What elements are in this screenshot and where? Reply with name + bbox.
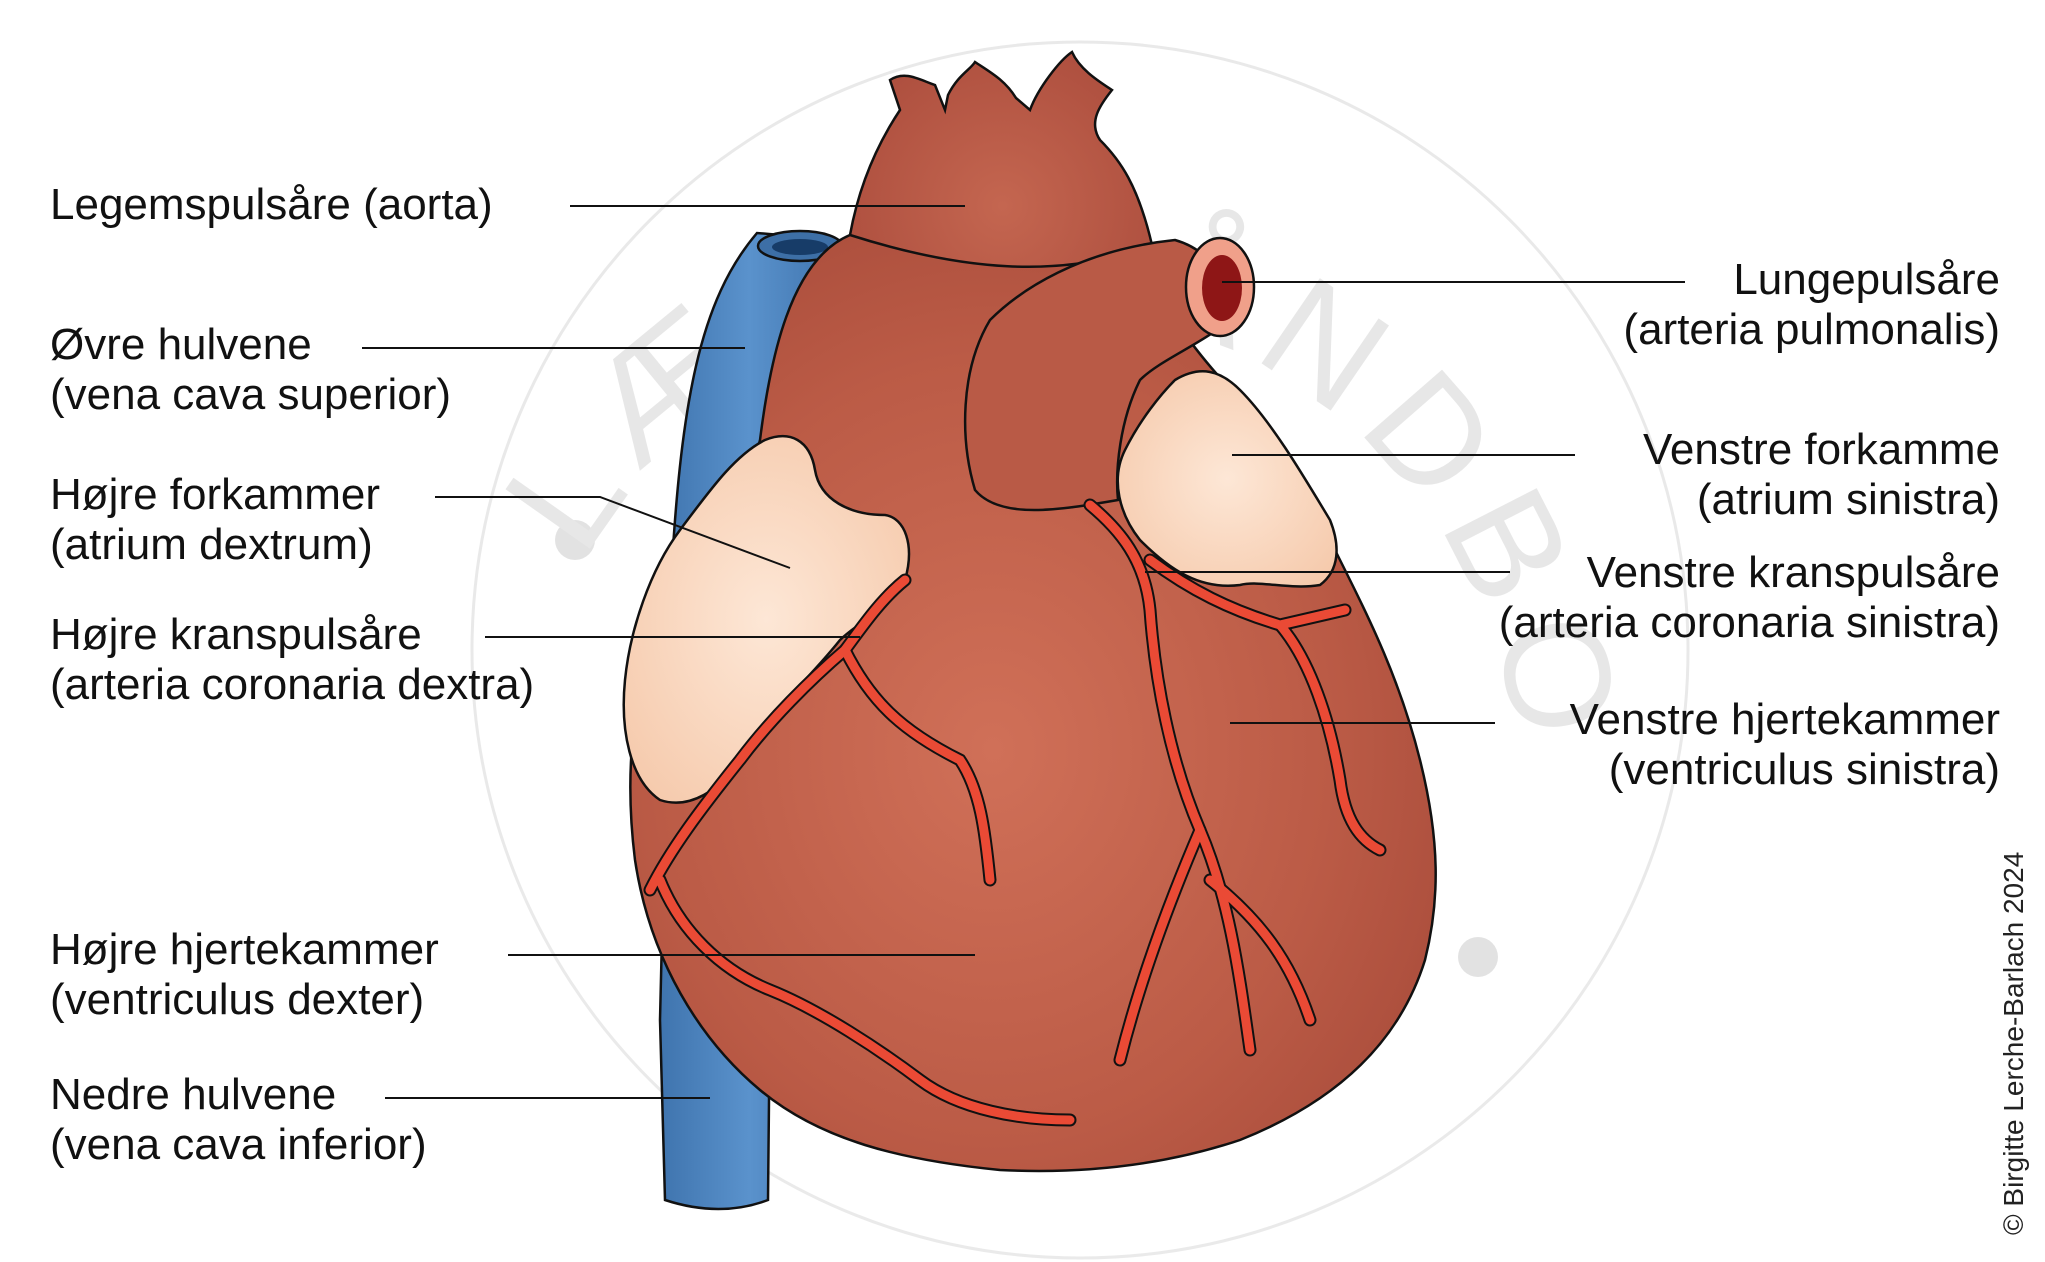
label-pulmonary-artery: Lungepulsåre (arteria pulmonalis) [1623,255,2000,355]
label-aorta-line1: Legemspulsåre (aorta) [50,180,493,229]
label-right-ventricle: Højre hjertekammer (ventriculus dexter) [50,925,439,1025]
copyright-credit: © Birgitte Lerche-Barlach 2024 [1998,851,2029,1235]
left-atrium [1116,370,1338,588]
label-rv-line2: (ventriculus dexter) [50,975,425,1024]
label-svc-line1: Øvre hulvene [50,320,312,369]
label-right-coronary-artery: Højre kranspulsåre (arteria coronaria de… [50,610,534,710]
label-ivc-line2: (vena cava inferior) [50,1120,427,1169]
label-lv-line1: Venstre hjertekammer [1569,695,2000,744]
label-left-atrium: Venstre forkamme (atrium sinistra) [1643,425,2000,525]
coronary-arteries [643,498,1387,1127]
label-left-ventricle: Venstre hjertekammer (ventriculus sinist… [1570,695,2000,795]
leader-lines [362,205,1685,1099]
label-rca-line1: Højre kranspulsåre [50,610,422,659]
label-left-coronary-artery: Venstre kranspulsåre (arteria coronaria … [1499,548,2000,648]
label-la-line2: (atrium sinistra) [1696,475,2000,524]
label-ra-line1: Højre forkammer [50,470,381,519]
label-la-line1: Venstre forkamme [1642,425,2000,474]
label-ra-line2: (atrium dextrum) [50,520,373,569]
label-inferior-vena-cava: Nedre hulvene (vena cava inferior) [50,1070,427,1170]
label-ivc-line1: Nedre hulvene [50,1070,337,1119]
label-rv-line1: Højre hjertekammer [50,925,439,974]
label-lca-line1: Venstre kranspulsåre [1586,548,2000,597]
label-pa-line2: (arteria pulmonalis) [1623,305,2000,354]
pulmonary-trunk [963,236,1256,512]
label-superior-vena-cava: Øvre hulvene (vena cava superior) [50,320,451,420]
label-svc-line2: (vena cava superior) [50,370,452,419]
label-aorta: Legemspulsåre (aorta) [50,180,493,230]
label-rca-line2: (arteria coronaria dextra) [50,660,535,709]
label-pa-line1: Lungepulsåre [1733,255,2000,304]
label-right-atrium: Højre forkammer (atrium dextrum) [50,470,380,570]
label-lca-line2: (arteria coronaria sinistra) [1498,598,2000,647]
label-lv-line2: (ventriculus sinistra) [1608,745,2000,794]
